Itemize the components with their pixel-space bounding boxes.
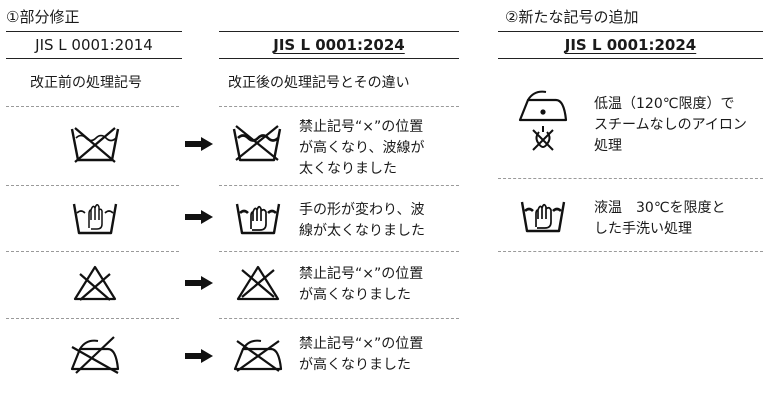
iron-prohibited-icon [68, 335, 122, 375]
row-separator [6, 106, 179, 107]
divider [6, 58, 182, 59]
section2-standard-label: JIS L 0001:2024 [564, 36, 697, 54]
old-column-header: 改正前の処理記号 [30, 75, 142, 91]
section1-title: ①部分修正 [6, 8, 80, 26]
hand-wash-icon [235, 198, 281, 236]
description-line: 太くなりました [299, 161, 397, 177]
old-standard-label: JIS L 0001:2014 [35, 36, 153, 54]
divider [219, 58, 459, 59]
row1-description: 禁止記号“×”の位置 が高くなり、波線が 太くなりました [299, 117, 424, 180]
wash-tub-prohibited-icon [70, 124, 120, 164]
new-row2-description: 液温 30℃を限度と した手洗い処理 [594, 198, 726, 240]
new-row1-description: 低温（120℃限度）で スチームなしのアイロン 処理 [594, 94, 747, 157]
arrow-right-icon [185, 276, 213, 290]
hand-wash-30-icon [520, 196, 566, 234]
description-line: 線が太くなりました [299, 223, 425, 239]
description-line: 液温 30℃を限度と [594, 200, 726, 216]
description-line: した手洗い処理 [594, 221, 692, 237]
arrow-right-icon [185, 210, 213, 224]
row-separator [6, 185, 179, 186]
row3-description: 禁止記号“×”の位置 が高くなりました [299, 264, 423, 306]
arrow-right-icon [185, 349, 213, 363]
bleach-prohibited-icon [235, 264, 281, 302]
divider [219, 31, 459, 32]
row-separator [6, 318, 179, 319]
description-line: 禁止記号“×”の位置 [299, 266, 424, 282]
row2-description: 手の形が変わり、波 線が太くなりました [299, 200, 425, 242]
new-standard-label: JIS L 0001:2024 [273, 36, 405, 54]
arrow-right-icon [185, 137, 213, 151]
description-line: 処理 [594, 138, 622, 154]
row-separator [6, 251, 179, 252]
row4-description: 禁止記号“×”の位置 が高くなりました [299, 334, 423, 376]
row-separator [498, 251, 763, 252]
description-line: 低温（120℃限度）で [594, 96, 735, 112]
wash-tub-prohibited-icon [232, 124, 282, 164]
row-separator [219, 318, 459, 319]
divider [498, 31, 763, 32]
section2-title: ②新たな記号の追加 [505, 8, 639, 26]
bleach-prohibited-icon [72, 264, 118, 302]
description-line: スチームなしのアイロン [594, 117, 747, 133]
row-separator [498, 178, 763, 179]
description-line: が高くなりました [299, 357, 411, 373]
row-separator [219, 251, 459, 252]
description-line: が高くなりました [299, 287, 411, 303]
row-separator [219, 185, 459, 186]
description-line: 手の形が変わり、波 [299, 202, 425, 218]
description-line: 禁止記号“×”の位置 [299, 119, 424, 135]
new-column-header: 改正後の処理記号とその違い [228, 75, 410, 91]
divider [498, 58, 763, 59]
description-line: 禁止記号“×”の位置 [299, 336, 424, 352]
description-line: が高くなり、波線が [299, 140, 425, 156]
divider [6, 31, 182, 32]
iron-prohibited-icon [231, 335, 285, 375]
iron-low-no-steam-icon [516, 86, 570, 156]
hand-wash-icon [72, 198, 118, 236]
row-separator [219, 106, 459, 107]
